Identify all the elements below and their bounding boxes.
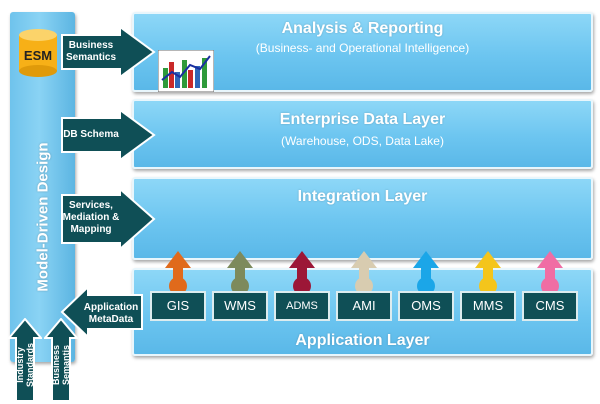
industry-standards-label: Industry Standards: [15, 342, 35, 388]
application-metadata-arrow: [60, 287, 143, 337]
business-semantics-label: Business Semantics: [65, 40, 117, 63]
layer-title: Integration Layer: [297, 188, 428, 205]
esm-label: ESM: [23, 48, 53, 63]
services-label: Services, Mediation & Mapping: [62, 200, 120, 235]
app-box-gis: GIS: [150, 291, 206, 321]
app-box-wms: WMS: [212, 291, 268, 321]
services-arrow: [61, 189, 156, 249]
analysis-reporting-layer: Analysis & Reporting (Business- and Oper…: [132, 12, 593, 92]
business-semantics-arrow: [61, 27, 156, 77]
app-box-cms: CMS: [522, 291, 578, 321]
db-schema-label: DB Schema: [63, 129, 119, 140]
up-arrow-icon: [537, 251, 563, 295]
up-arrow-icon: [413, 251, 439, 295]
business-semantis-label: Business Semantis: [51, 344, 71, 386]
layer-subtitle: (Warehouse, ODS, Data Lake): [281, 134, 444, 148]
model-driven-design-title: Model-Driven Design: [34, 142, 52, 292]
layer-title: Analysis & Reporting: [281, 20, 444, 37]
enterprise-data-layer: Enterprise Data Layer (Warehouse, ODS, D…: [132, 99, 593, 169]
up-arrow-icon: [227, 251, 253, 295]
up-arrow-icon: [351, 251, 377, 295]
layer-title: Application Layer: [295, 332, 430, 349]
integration-layer: Integration Layer: [132, 177, 593, 260]
app-box-adms: ADMS: [274, 291, 330, 321]
application-metadata-label: Application MetaData: [83, 302, 139, 325]
bar-chart-icon: [158, 50, 214, 92]
layer-title: Enterprise Data Layer: [279, 111, 446, 128]
app-box-ami: AMI: [336, 291, 392, 321]
layer-subtitle: (Business- and Operational Intelligence): [255, 41, 470, 55]
db-schema-arrow: [61, 110, 156, 160]
industry-standards-arrow: [8, 318, 42, 402]
up-arrow-icon: [165, 251, 191, 295]
business-semantis-arrow: [44, 318, 78, 402]
database-icon: [19, 29, 57, 77]
up-arrow-icon: [475, 251, 501, 295]
app-box-mms: MMS: [460, 291, 516, 321]
up-arrow-icon: [289, 251, 315, 295]
app-box-oms: OMS: [398, 291, 454, 321]
